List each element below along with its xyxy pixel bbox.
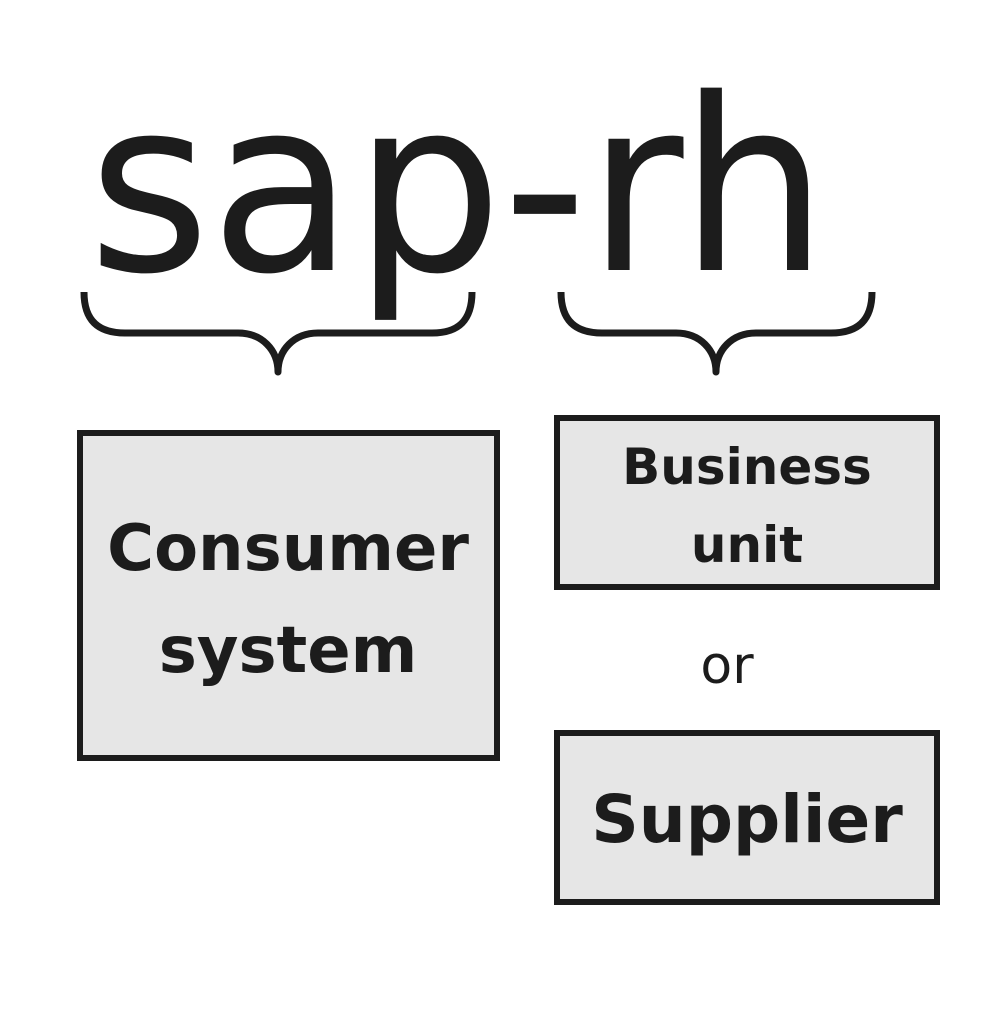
business-unit-label-line2: unit <box>691 516 803 574</box>
business-unit-box: Business unit <box>554 415 940 590</box>
consumer-system-box: Consumer system <box>77 430 500 761</box>
consumer-label-line2: system <box>159 614 418 688</box>
supplier-label: Supplier <box>591 781 903 858</box>
business-unit-label-line1: Business <box>622 438 872 496</box>
or-separator: or <box>700 636 754 696</box>
diagram-title: sap-rh <box>88 47 828 327</box>
left-brace <box>80 291 476 376</box>
right-brace <box>557 291 876 376</box>
consumer-label-line1: Consumer <box>107 512 469 586</box>
supplier-box: Supplier <box>554 730 940 905</box>
